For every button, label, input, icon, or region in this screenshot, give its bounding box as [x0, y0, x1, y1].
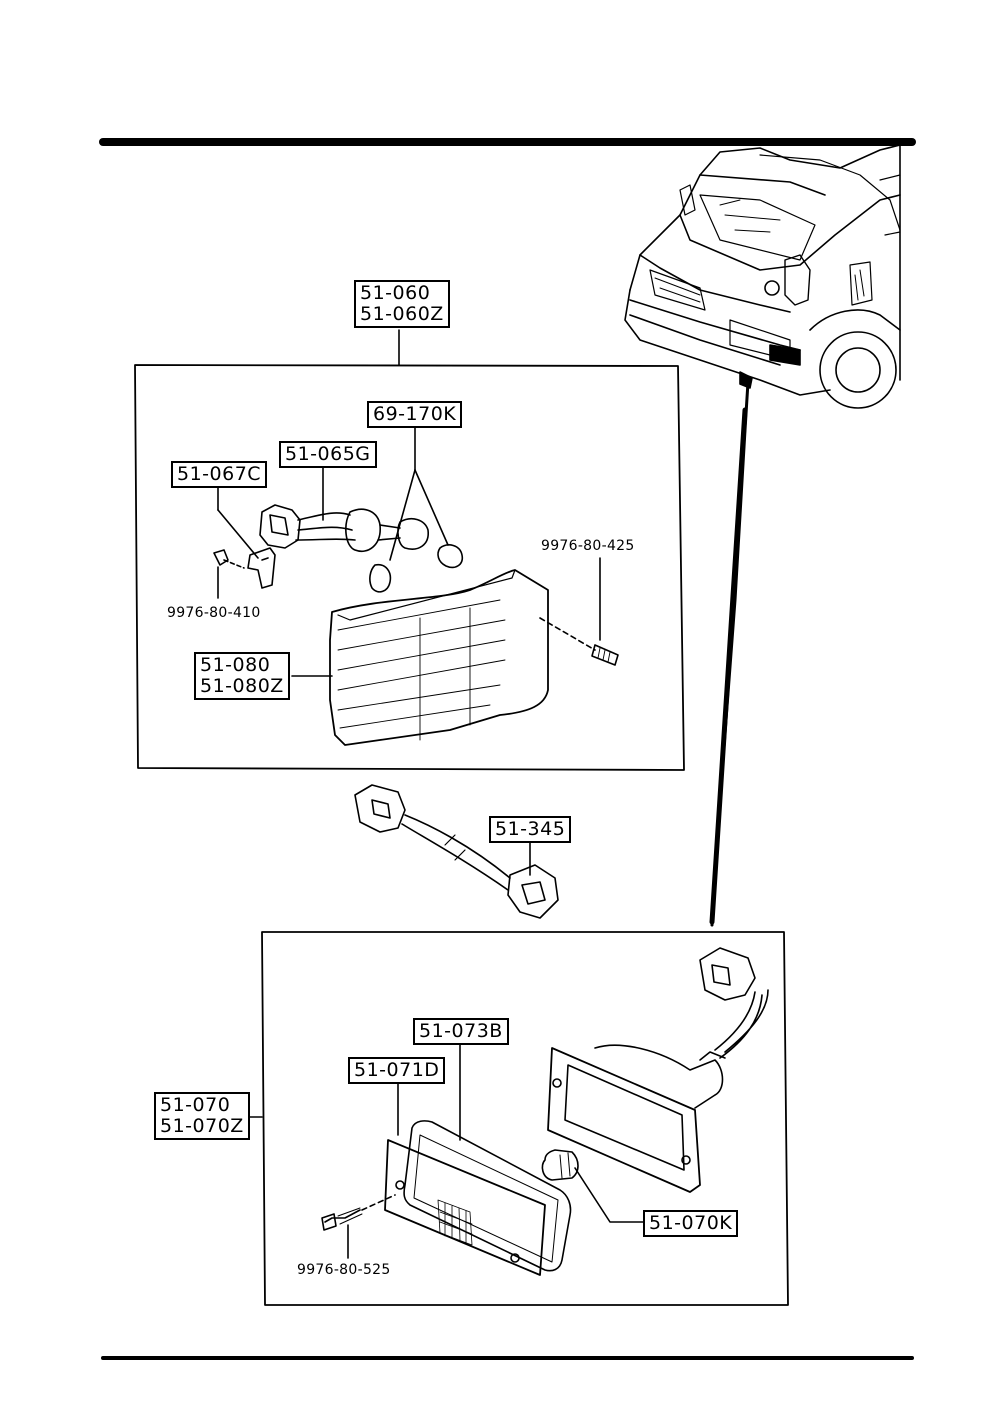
part-number-51-067c: 51-067C	[177, 463, 262, 485]
lower-assembly-box	[261, 931, 789, 1306]
part-number-51-060: 51-060	[360, 282, 431, 304]
marker-bulb	[541, 1149, 579, 1181]
combination-lamp-lens	[329, 569, 549, 746]
screw-425	[539, 617, 619, 666]
part-number-51-080: 51-080	[200, 654, 271, 676]
label-51-070k: 51-070K	[643, 1210, 739, 1237]
part-number-51-070k: 51-070K	[649, 1212, 733, 1234]
part-number-51-345: 51-345	[495, 818, 566, 840]
part-number-9976-80-525: 9976-80-525	[297, 1262, 391, 1278]
part-number-9976-80-425: 9976-80-425	[541, 538, 635, 554]
mounting-bracket	[247, 547, 276, 589]
label-51-071d: 51-071D	[348, 1057, 446, 1084]
label-69-170k: 69-170K	[367, 401, 463, 428]
part-number-51-070: 51-070	[160, 1094, 231, 1116]
vehicle-illustration	[624, 144, 901, 409]
bulbs	[369, 544, 464, 593]
label-51-070: 51-070 51-070Z	[154, 1092, 250, 1140]
screw-410	[213, 549, 245, 569]
label-51-345: 51-345	[489, 816, 572, 843]
marker-lens-and-gasket	[384, 1120, 572, 1276]
label-51-080: 51-080 51-080Z	[194, 652, 290, 700]
part-number-51-073b: 51-073B	[419, 1020, 503, 1042]
label-51-060: 51-060 51-060Z	[354, 280, 450, 328]
extension-harness	[354, 784, 559, 919]
part-number-69-170k: 69-170K	[373, 403, 457, 425]
part-number-51-060z: 51-060Z	[360, 303, 444, 325]
part-number-51-071d: 51-071D	[354, 1059, 440, 1081]
label-51-073b: 51-073B	[413, 1018, 509, 1045]
part-number-9976-80-410: 9976-80-410	[167, 605, 261, 621]
label-51-067c: 51-067C	[171, 461, 268, 488]
upper-assembly-box	[134, 364, 685, 771]
screw-525	[321, 1194, 396, 1231]
label-51-065g: 51-065G	[279, 441, 377, 468]
part-number-51-065g: 51-065G	[285, 443, 371, 465]
part-number-51-080z: 51-080Z	[200, 675, 284, 697]
part-number-51-070z: 51-070Z	[160, 1115, 244, 1137]
marker-lamp-housing	[547, 947, 769, 1193]
